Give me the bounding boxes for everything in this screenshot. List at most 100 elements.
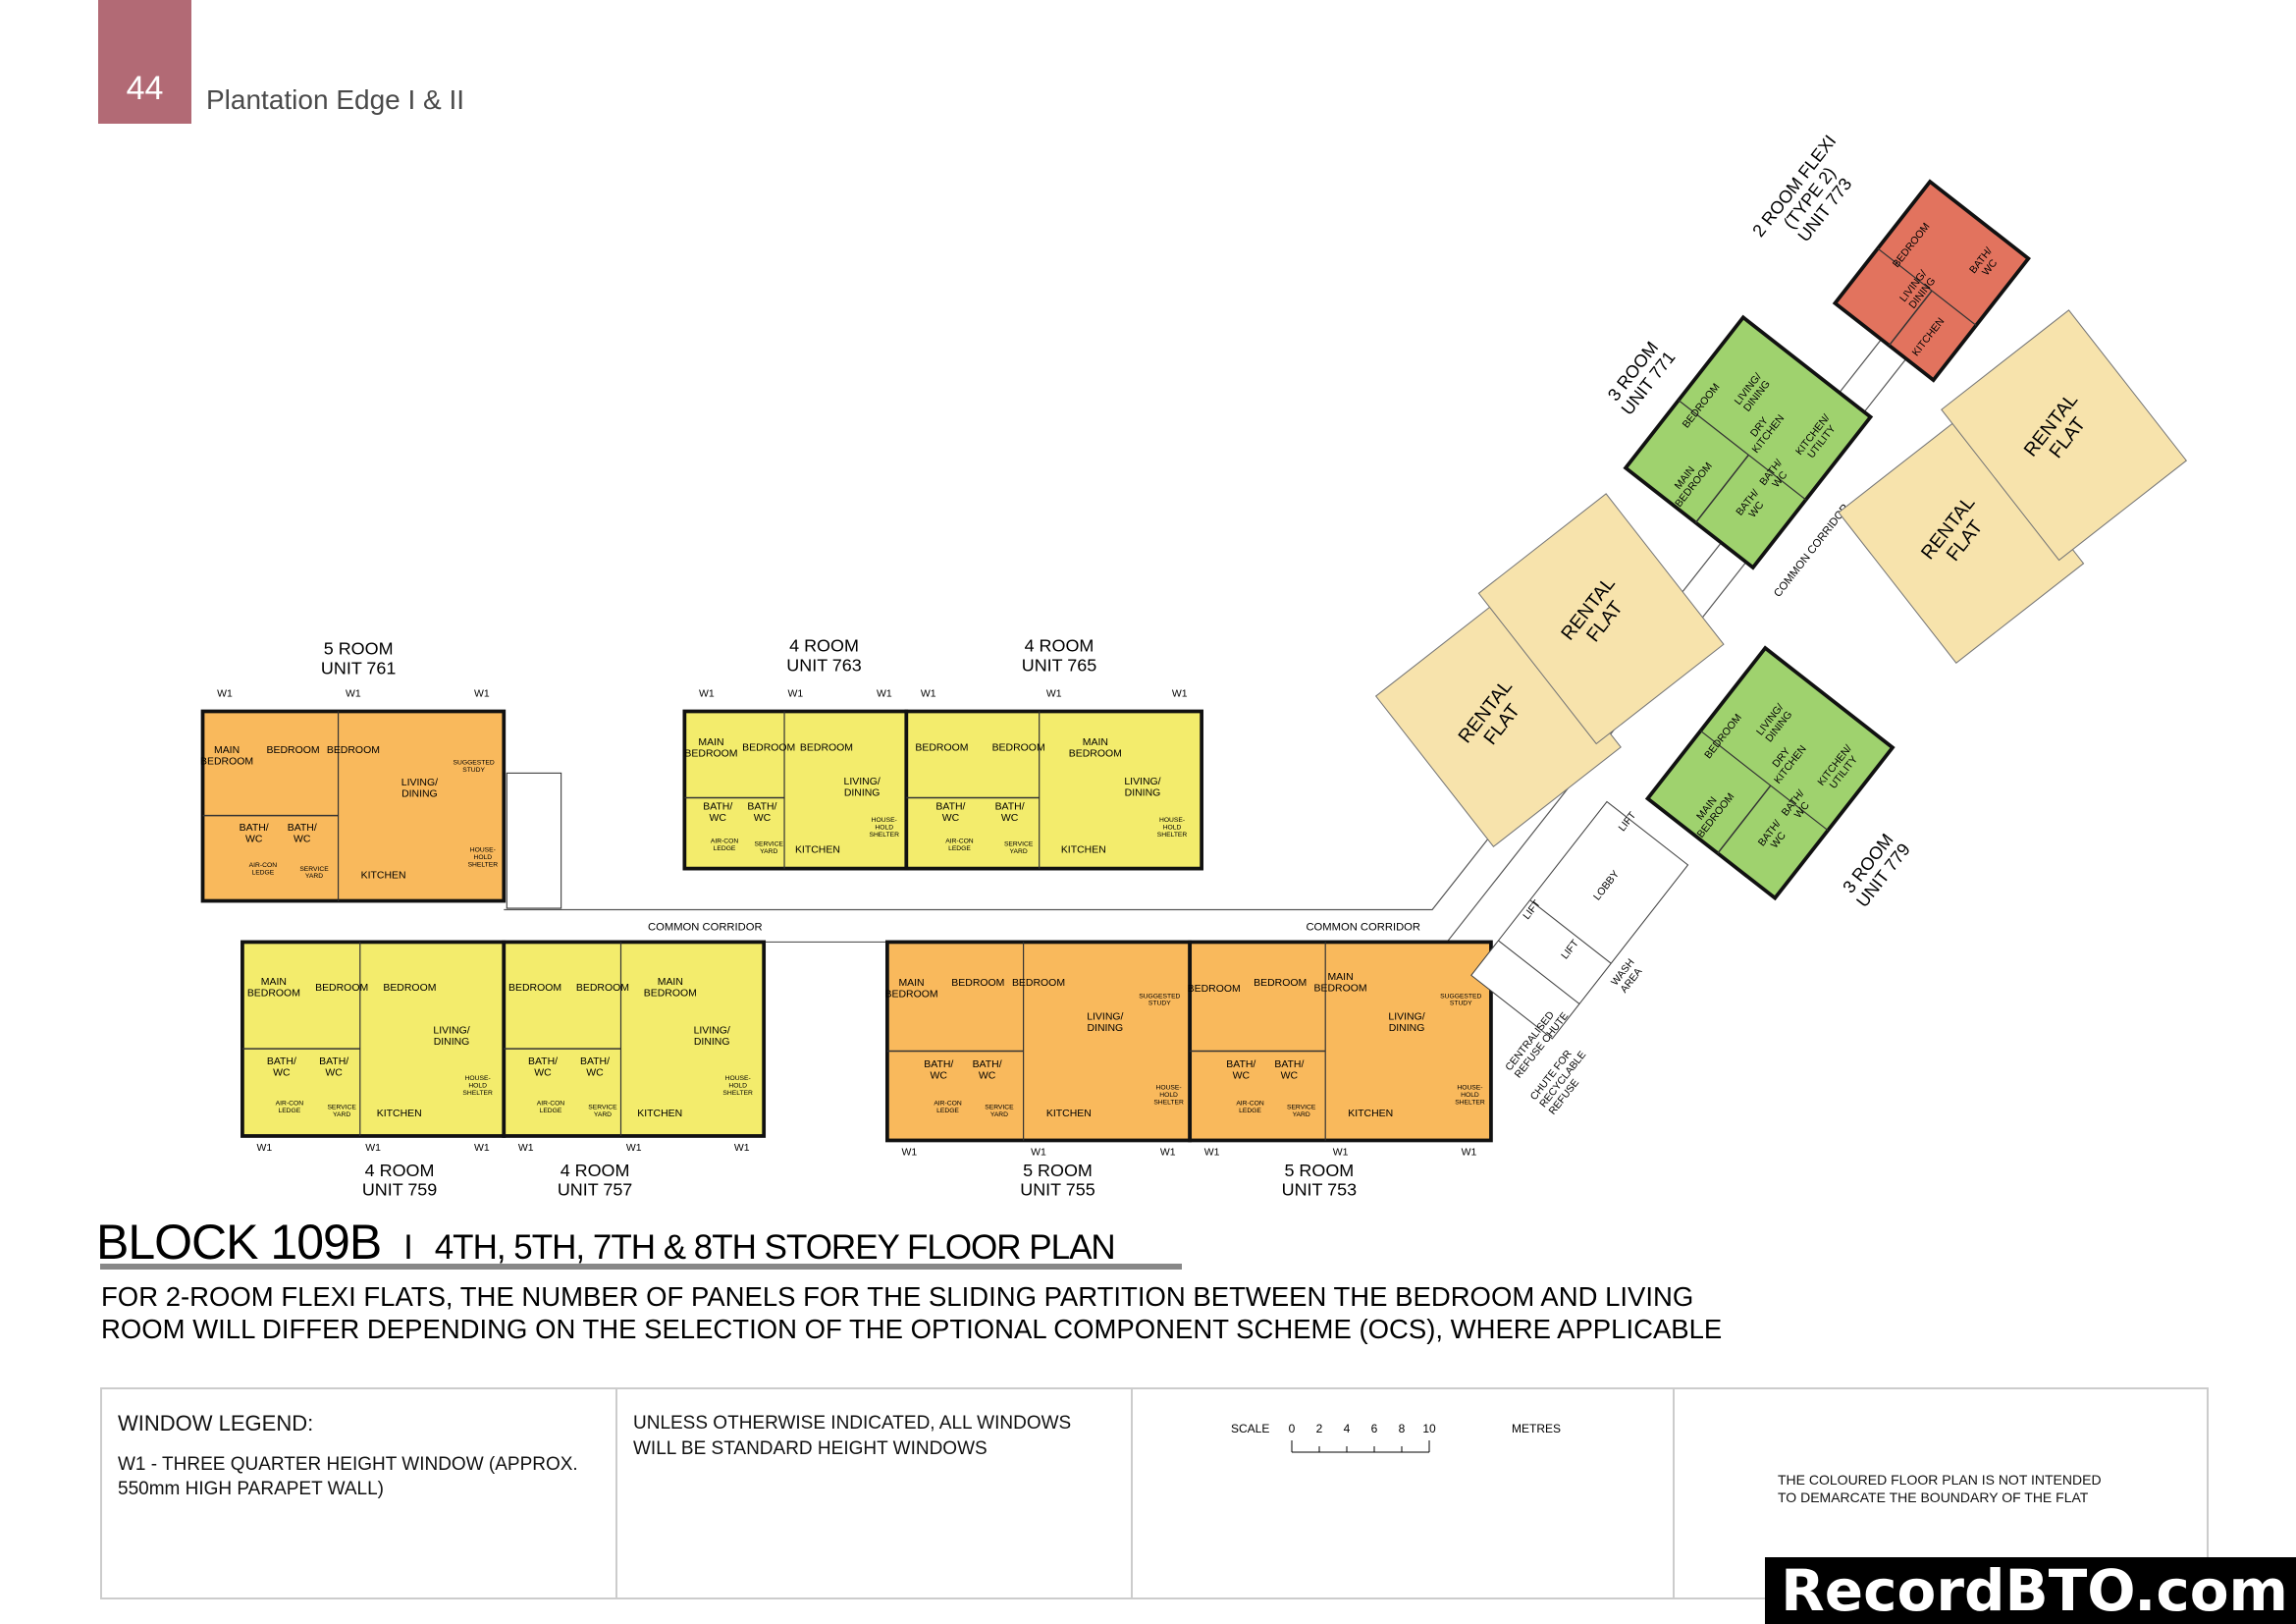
scale-tick-label: 0	[1289, 1423, 1296, 1435]
room-label: LIVING/DINING	[694, 1025, 730, 1048]
room-label: KITCHEN	[361, 870, 406, 881]
room-label: BEDROOM	[1188, 984, 1241, 995]
window-w1-tag: W1	[901, 1147, 917, 1158]
storey-title: 4TH, 5TH, 7TH & 8TH STOREY FLOOR PLAN	[434, 1228, 1116, 1267]
window-w1-tag: W1	[518, 1143, 534, 1154]
windows-note: UNLESS OTHERWISE INDICATED, ALL WINDOWS …	[617, 1389, 1133, 1597]
room-label: BATH/WC	[580, 1056, 610, 1079]
unit-label: 3 ROOMUNIT 779	[1838, 828, 1914, 911]
window-w1-tag: W1	[921, 689, 936, 700]
window-w1-tag: W1	[474, 1143, 490, 1154]
room-label: BATH/WC	[319, 1056, 348, 1079]
wash-area-label: WASHAREA	[1610, 957, 1646, 996]
watermark-logo: RecordBTO.com	[1765, 1557, 2296, 1624]
room-label: BEDROOM	[576, 983, 629, 994]
unit-floor-area	[1188, 940, 1493, 1143]
room-label: BEDROOM	[508, 983, 561, 994]
window-w1-tag: W1	[474, 689, 490, 700]
room-label: BEDROOM	[915, 743, 968, 754]
room-label: BATH/WC	[1758, 458, 1793, 495]
rental-flat: RENTALFLAT	[1374, 595, 1622, 848]
scale-label: SCALE	[1231, 1423, 1269, 1435]
room-label: BEDROOM	[800, 743, 853, 754]
unit-label: 3 ROOMUNIT 771	[1602, 336, 1679, 419]
window-w1-tag: W1	[257, 1143, 273, 1154]
scale-tick-label: 8	[1399, 1423, 1406, 1435]
room-label: BEDROOM	[315, 983, 368, 994]
room-label: KITCHEN	[1348, 1109, 1393, 1119]
rental-flat: RENTALFLAT	[1941, 309, 2188, 562]
page-number: 44	[126, 70, 164, 107]
window-w1-tag: W1	[1046, 689, 1062, 700]
note-line: ROOM WILL DIFFER DEPENDING ON THE SELECT…	[101, 1314, 1723, 1344]
room-label: KITCHEN	[637, 1109, 682, 1119]
window-w1-tag: W1	[787, 689, 803, 700]
room-label: LIVING/DINING	[1388, 1012, 1424, 1035]
room-label: LIVING/DINING	[1124, 777, 1160, 799]
disclaimer: THE COLOURED FLOOR PLAN IS NOT INTENDED …	[1778, 1472, 2102, 1505]
block-name: BLOCK 109B	[96, 1215, 382, 1270]
windows-note-text: UNLESS OTHERWISE INDICATED, ALL WINDOWS …	[633, 1413, 1072, 1459]
scale-tick-label: 6	[1371, 1423, 1378, 1435]
window-legend: WINDOW LEGEND: W1 - THREE QUARTER HEIGHT…	[102, 1389, 617, 1597]
title-underline	[100, 1264, 1182, 1270]
unit-floor-area	[200, 709, 507, 903]
window-w1-tag: W1	[1031, 1147, 1046, 1158]
unit-floor-area	[1644, 645, 1896, 901]
window-w1-tag: W1	[626, 1143, 642, 1154]
unit-floor-area	[240, 940, 507, 1138]
room-label: BATH/WC	[995, 801, 1025, 824]
staircase	[506, 772, 562, 909]
room-label: LIVING/DINING	[1087, 1012, 1123, 1035]
room-label: BEDROOM	[1254, 978, 1307, 989]
project-title: Plantation Edge I & II	[206, 84, 465, 115]
rental-flat: RENTALFLAT	[1477, 493, 1725, 745]
lift-core: LIFT LIFT LIFT LOBBY WASHAREA CENTRALISE…	[1470, 800, 1689, 1117]
room-label: BEDROOM	[992, 743, 1045, 754]
window-w1-tag: W1	[699, 689, 715, 700]
flexi-note: FOR 2-ROOM FLEXI FLATS, THE NUMBER OF PA…	[101, 1280, 1722, 1345]
window-w1-tag: W1	[1462, 1147, 1477, 1158]
title-separator: I	[403, 1228, 413, 1267]
window-w1-tag: W1	[1333, 1147, 1349, 1158]
room-label: LIVING/DINING	[844, 777, 881, 799]
room-label: BATH/WC	[1274, 1059, 1304, 1082]
room-label: KITCHEN	[377, 1109, 422, 1119]
